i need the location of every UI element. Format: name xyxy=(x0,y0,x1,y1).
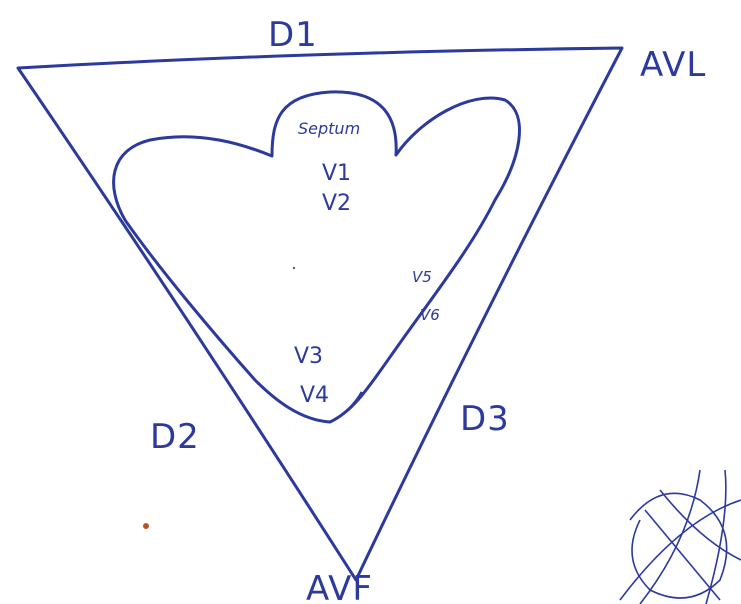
scribble-mark xyxy=(619,469,741,604)
lead-avl-label: AVL xyxy=(640,45,706,85)
pencil-dot xyxy=(292,266,296,270)
heart-outline xyxy=(112,90,521,424)
lead-v6-label: V6 xyxy=(420,306,440,324)
lead-v1-label: V1 xyxy=(322,161,351,186)
lead-d2-label: D2 xyxy=(150,417,200,457)
ink-dot xyxy=(143,523,149,529)
lead-v2-label: V2 xyxy=(322,191,351,216)
lead-triangle xyxy=(16,46,624,582)
lead-d3-label: D3 xyxy=(460,399,510,439)
lead-d1-label: D1 xyxy=(268,15,318,55)
septum-label: Septum xyxy=(298,119,360,138)
lead-v3-label: V3 xyxy=(294,344,323,369)
lead-v5-label: V5 xyxy=(412,268,432,286)
lead-v4-label: V4 xyxy=(300,383,329,408)
heart-inner-stroke xyxy=(346,391,364,412)
lead-avf-label: AVF xyxy=(306,569,373,604)
